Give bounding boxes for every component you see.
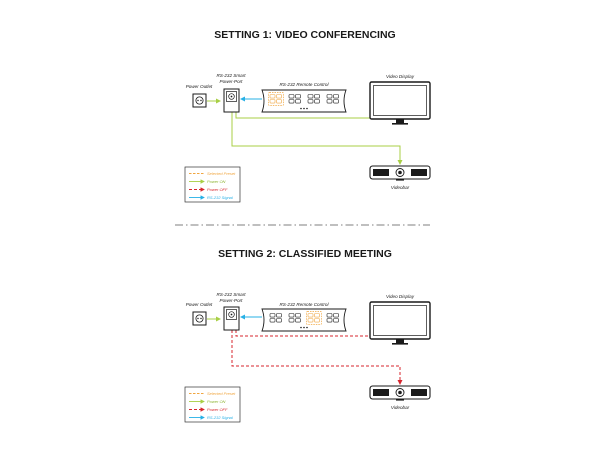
selected-preset-highlight [306, 311, 322, 325]
remote-preset-button [307, 313, 314, 318]
power-outlet-label: Power Outlet [186, 84, 213, 89]
legend: Selected Preset Power ON Power OFF RS-23… [184, 166, 241, 203]
remote-preset-button [326, 94, 333, 99]
videobar-icon [369, 385, 431, 402]
smart-port-label-line2: Power-Port [220, 298, 244, 303]
setting-2-title: SETTING 2: CLASSIFIED MEETING [218, 248, 392, 260]
power-outlet-icon [192, 93, 207, 108]
remote-control-icon [261, 308, 347, 332]
remote-preset-button [276, 318, 282, 323]
remote-preset-button [288, 318, 295, 323]
remote-preset-button [276, 94, 282, 99]
remote-preset-button [307, 94, 314, 99]
setting-1-title: SETTING 1: VIDEO CONFERENCING [214, 29, 395, 41]
smart-port-label-line2: Power-Port [220, 79, 244, 84]
remote-preset-button [333, 313, 339, 318]
power-outlet-icon [192, 311, 207, 326]
video-display-icon [369, 81, 431, 126]
legend-selected-preset-label: Selected Preset [207, 391, 236, 396]
legend-rs232-signal-label: RS-232 Signal [207, 415, 233, 420]
videobar-label: Videobar [391, 185, 410, 190]
remote-preset-button [326, 313, 333, 318]
remote-preset-button [314, 313, 320, 318]
remote-preset-button [307, 99, 314, 104]
remote-preset-button [326, 318, 333, 323]
remote-preset-button [295, 94, 301, 99]
smart-power-port-icon [223, 306, 240, 331]
remote-preset-button [269, 313, 276, 318]
remote-control-icon [261, 89, 347, 113]
video-display-icon [369, 301, 431, 346]
remote-preset-button [314, 94, 320, 99]
remote-preset-button [307, 318, 314, 323]
port-to-videobar-line [231, 330, 403, 385]
legend-power-off-label: Power OFF [207, 187, 228, 192]
port-to-display-line [235, 327, 403, 337]
remote-preset-button [288, 99, 295, 104]
videobar-label: Videobar [391, 405, 410, 410]
port-to-videobar-line [231, 112, 403, 165]
remote-preset-button [288, 313, 295, 318]
legend-power-on-label: Power ON [207, 399, 226, 404]
power-outlet-label: Power Outlet [186, 302, 213, 307]
legend-rs232-signal-label: RS-232 Signal [207, 195, 233, 200]
smart-power-port-icon [223, 88, 240, 113]
remote-preset-button [276, 313, 282, 318]
remote-preset-button [314, 99, 320, 104]
legend-selected-preset-label: Selected Preset [207, 171, 236, 176]
remote-preset-button [288, 94, 295, 99]
remote-preset-button [295, 318, 301, 323]
remote-preset-button [269, 99, 276, 104]
legend-power-off-label: Power OFF [207, 407, 228, 412]
selected-preset-highlight [268, 92, 284, 106]
smart-port-label-line1: RS-232 Smart [216, 73, 246, 78]
legend: Selected Preset Power ON Power OFF RS-23… [184, 386, 241, 423]
legend-power-on-label: Power ON [207, 179, 226, 184]
remote-preset-button [333, 99, 339, 104]
remote-preset-button [314, 318, 320, 323]
remote-preset-button [333, 94, 339, 99]
remote-preset-button [295, 99, 301, 104]
remote-control-label: RS-232 Remote Control [279, 302, 329, 307]
setting-1-diagram: SETTING 1: VIDEO CONFERENCING Power Outl… [184, 29, 431, 203]
remote-preset-button [269, 94, 276, 99]
remote-preset-button [276, 99, 282, 104]
smart-port-label-line1: RS-232 Smart [216, 292, 246, 297]
remote-preset-button [333, 318, 339, 323]
remote-preset-button [269, 318, 276, 323]
remote-preset-button [326, 99, 333, 104]
remote-preset-button [295, 313, 301, 318]
videobar-icon [369, 165, 431, 182]
video-display-label: Video Display [386, 74, 415, 79]
video-display-label: Video Display [386, 294, 415, 299]
setting-2-diagram: SETTING 2: CLASSIFIED MEETING Power Outl… [184, 248, 431, 423]
remote-control-label: RS-232 Remote Control [279, 82, 329, 87]
